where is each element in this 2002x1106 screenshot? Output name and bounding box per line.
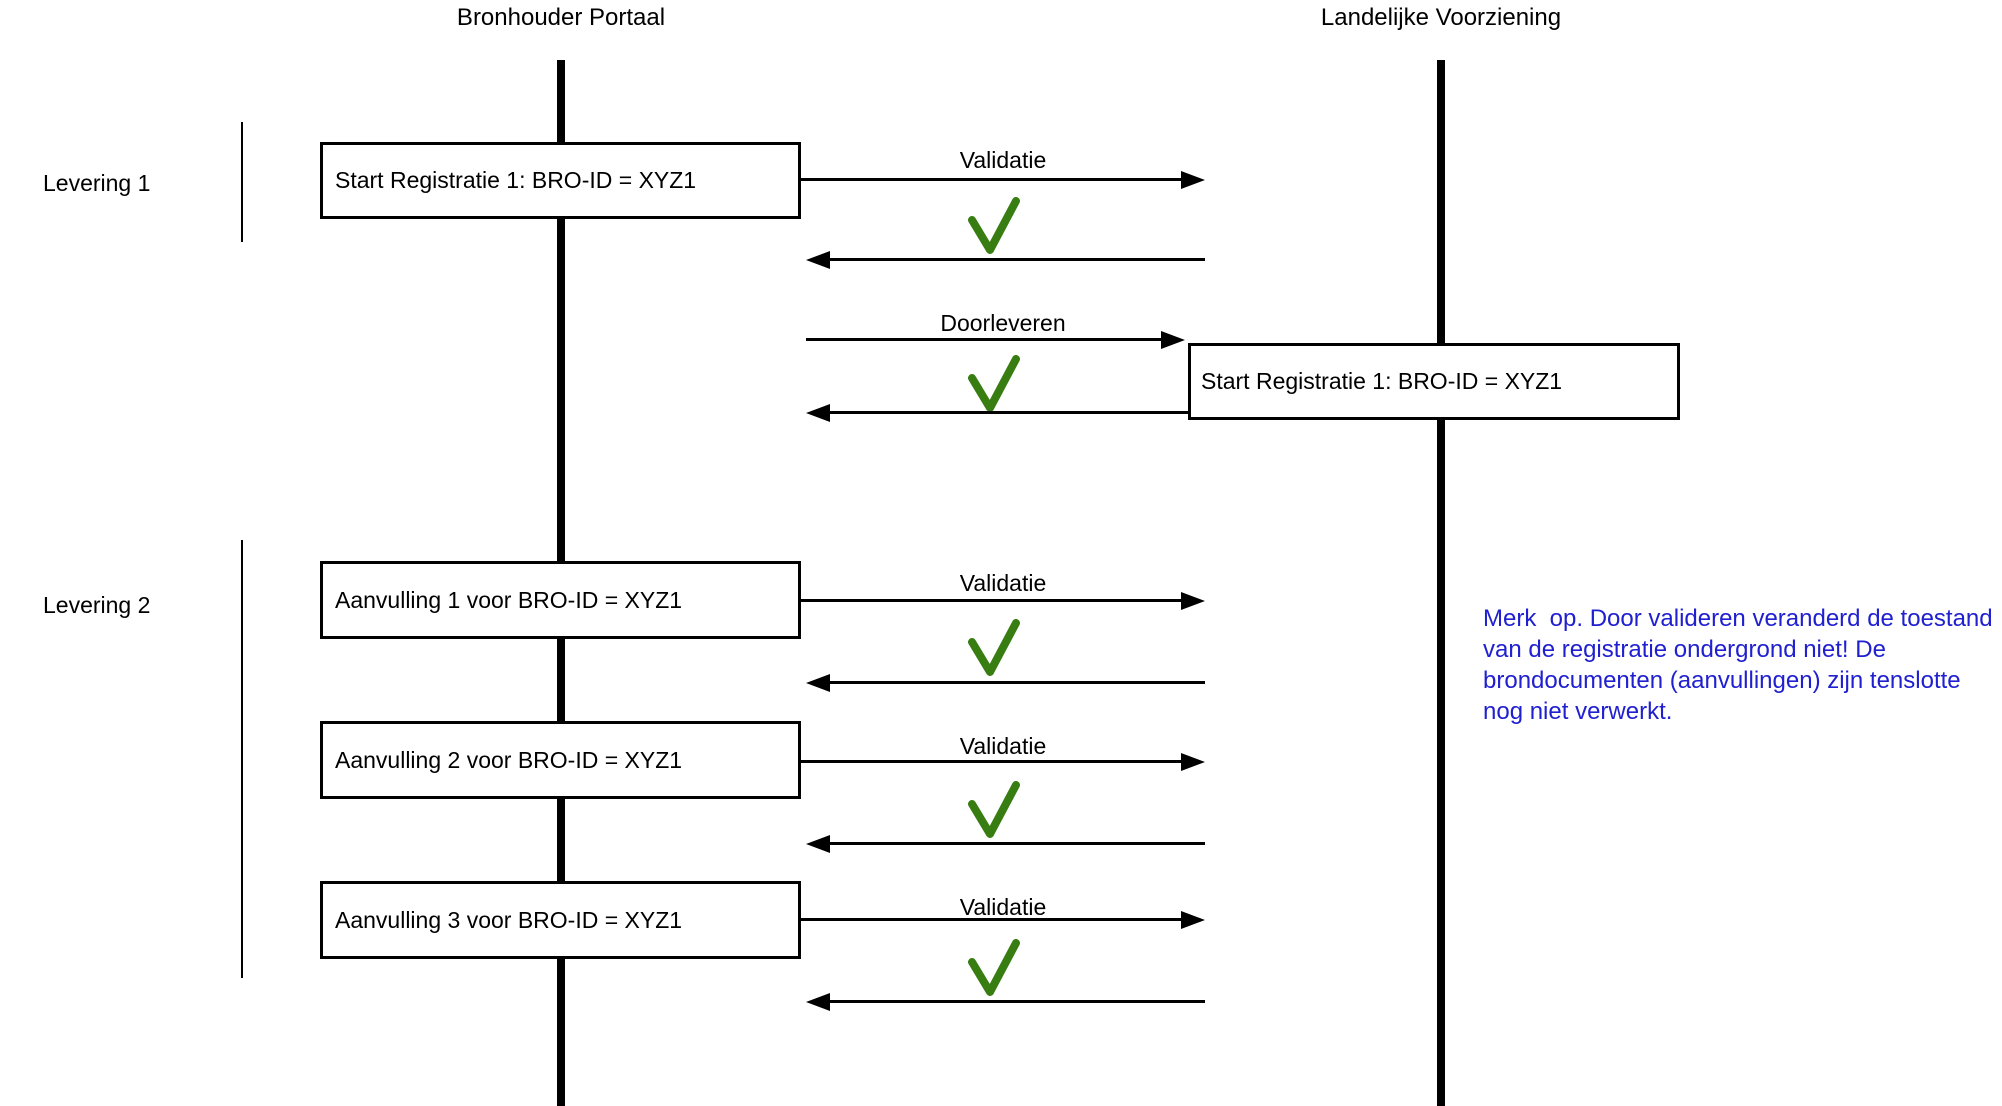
validatie-response-arrow-1 [830,258,1205,261]
validatie-response-arrow-2 [830,681,1205,684]
validatie-request-arrow-1 [801,178,1181,181]
actor-title-landelijke-voorziening: Landelijke Voorziening [1320,4,1562,31]
validation-check-icon-4 [966,780,1022,840]
box-aanvulling-3: Aanvulling 3 voor BRO-ID = XYZ1 [320,881,801,959]
validatie-request-arrow-3 [801,760,1181,763]
group-bracket-levering-1 [241,122,243,242]
doorleveren-response-arrow [830,411,1188,414]
note-line: brondocumenten (aanvullingen) zijn tensl… [1483,667,1961,694]
message-label-doorleveren: Doorleveren [940,310,1066,336]
validatie-request-arrow-2 [801,599,1181,602]
validation-check-icon-3 [966,618,1022,678]
validation-check-icon-2 [966,354,1022,414]
group-bracket-levering-2 [241,540,243,978]
box-start-registratie-landelijke-voorziening: Start Registratie 1: BRO-ID = XYZ1 [1188,343,1680,420]
note-line: Merk op. Door valideren veranderd de toe… [1483,605,1993,632]
validation-check-icon-1 [966,196,1022,256]
note-line: nog niet verwerkt. [1483,698,1673,725]
message-label-validatie-3: Validatie [959,733,1047,759]
note-validation-remark: Merk op. Door valideren veranderd de toe… [1483,603,2002,727]
message-label-validatie-1: Validatie [959,147,1047,173]
group-label-levering-1: Levering 1 [43,170,151,196]
box-aanvulling-1: Aanvulling 1 voor BRO-ID = XYZ1 [320,561,801,639]
box-aanvulling-2: Aanvulling 2 voor BRO-ID = XYZ1 [320,721,801,799]
message-label-validatie-2: Validatie [959,570,1047,596]
lifeline-landelijke-voorziening [1437,60,1445,1106]
box-start-registratie-bronhouder: Start Registratie 1: BRO-ID = XYZ1 [320,142,801,219]
note-line: van de registratie ondergrond niet! De [1483,636,1886,663]
actor-title-bronhouder-portaal: Bronhouder Portaal [456,4,666,31]
message-label-validatie-4: Validatie [959,894,1047,920]
validatie-response-arrow-4 [830,1000,1205,1003]
validation-check-icon-5 [966,938,1022,998]
validatie-request-arrow-4 [801,918,1181,921]
validatie-response-arrow-3 [830,842,1205,845]
group-label-levering-2: Levering 2 [43,592,151,618]
doorleveren-request-arrow [806,338,1161,341]
